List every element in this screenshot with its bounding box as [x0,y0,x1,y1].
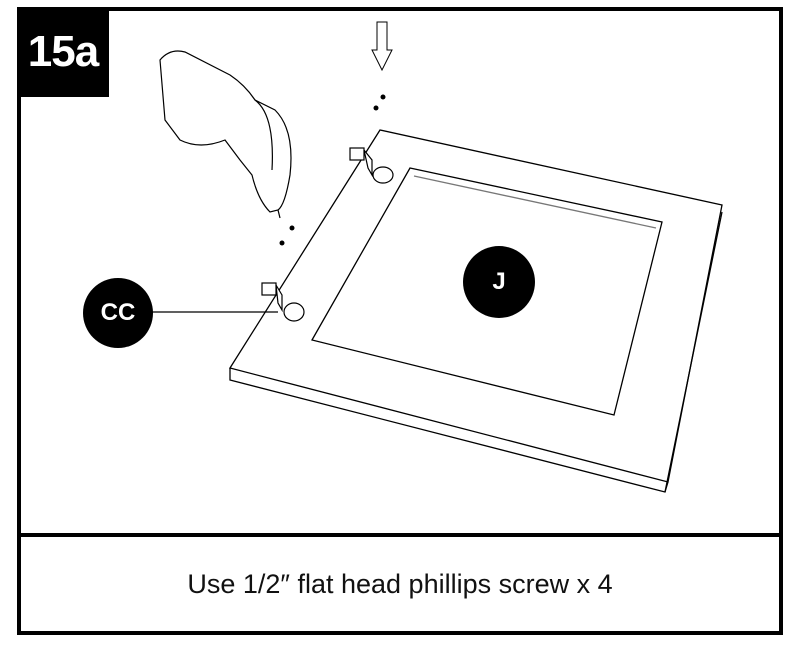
hinge-icons [261,147,394,322]
drill-icon [159,50,292,219]
step-number-badge: 15a [17,7,109,97]
step-frame [17,7,783,635]
caption-divider [17,533,783,537]
down-arrow-icon [371,21,393,72]
hinge-callout: CC [83,278,153,348]
screw-icons [279,94,386,246]
instruction-caption: Use 1/2″ flat head phillips screw x 4 [187,568,613,599]
door-callout: J [463,246,535,318]
